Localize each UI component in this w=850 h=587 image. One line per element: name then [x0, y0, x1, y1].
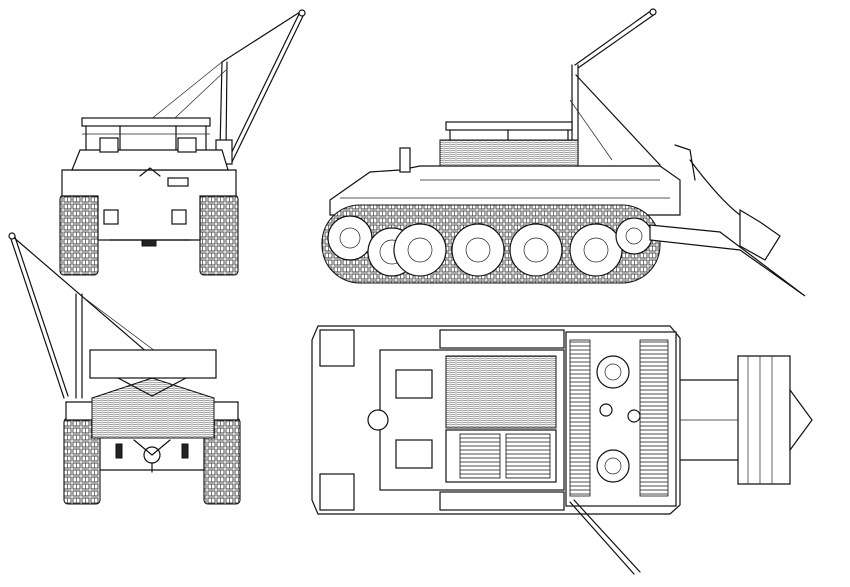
top-spade [679, 355, 813, 485]
rear-view [8, 232, 241, 505]
front-right-track [199, 194, 239, 276]
front-crane [149, 9, 306, 165]
side-cargo-box [439, 139, 579, 167]
front-view [59, 9, 306, 276]
top-view [311, 325, 813, 575]
top-cargo [445, 355, 557, 429]
side-spade [649, 144, 806, 297]
side-crane [569, 8, 661, 166]
front-left-track [59, 194, 99, 276]
rear-crane [8, 232, 176, 399]
side-view [321, 8, 806, 297]
rear-tow [115, 439, 189, 473]
top-fans [596, 355, 641, 483]
side-road-wheels [327, 215, 653, 277]
front-rail [81, 117, 211, 153]
